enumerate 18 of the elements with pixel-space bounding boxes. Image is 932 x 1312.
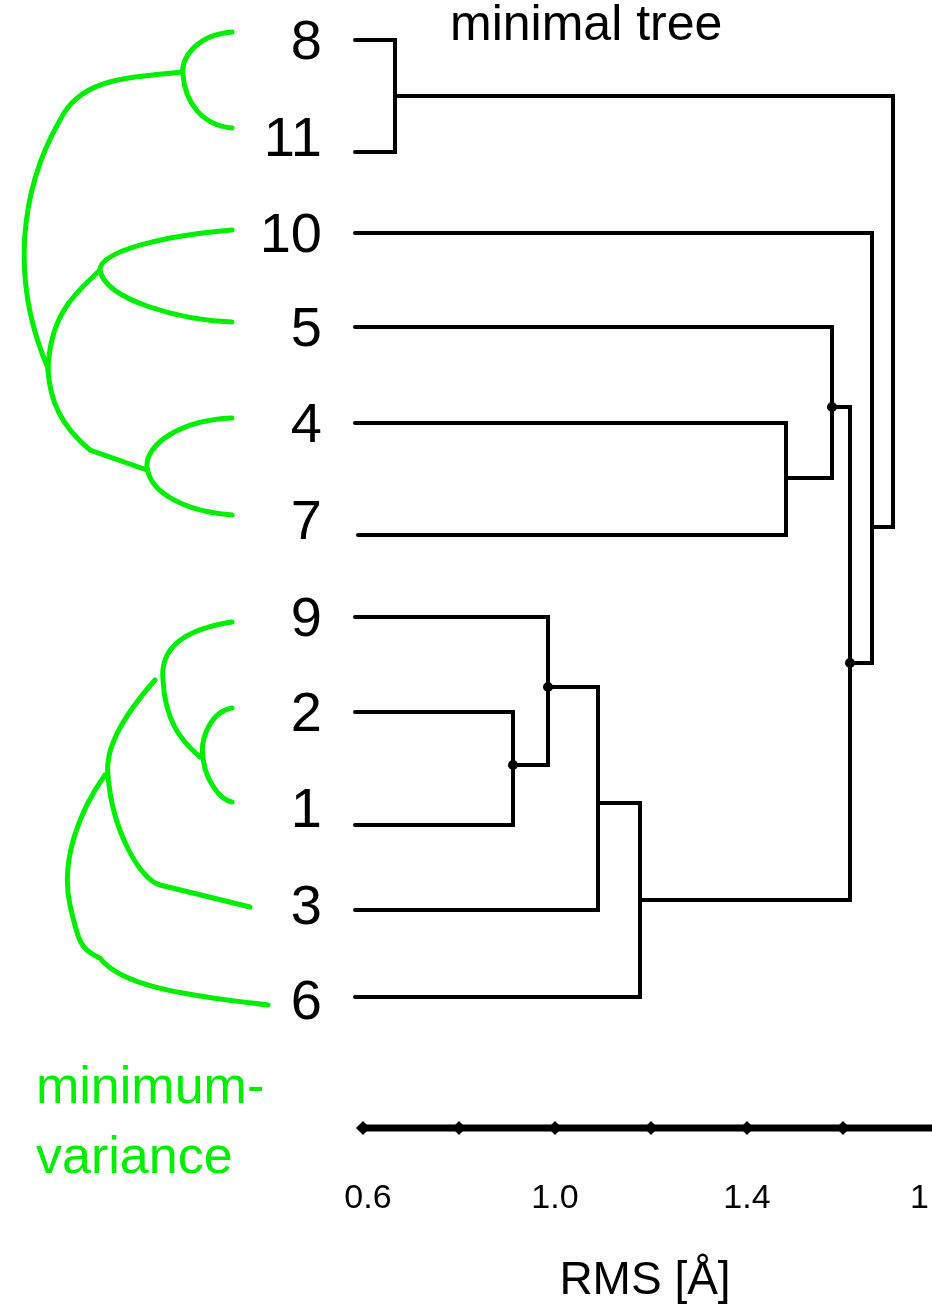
method-label: minimum-variance bbox=[36, 1055, 266, 1186]
leaf-label: 5 bbox=[290, 294, 322, 360]
tick-label: 0.6 bbox=[344, 1176, 392, 1216]
leaf-label: 2 bbox=[290, 679, 322, 745]
leaf-label: 4 bbox=[290, 390, 322, 456]
leaf-label: 7 bbox=[290, 487, 322, 553]
leaf-label: 6 bbox=[290, 967, 322, 1033]
leaf-label: 9 bbox=[290, 584, 322, 650]
tick-label: 1 bbox=[910, 1176, 929, 1216]
tick-label: 1.0 bbox=[531, 1176, 579, 1216]
leaf-label: 8 bbox=[290, 7, 322, 73]
leaf-label: 11 bbox=[263, 104, 322, 170]
tick-label: 1.4 bbox=[723, 1176, 771, 1216]
chart-title: minimal tree bbox=[450, 0, 723, 52]
axis-title: RMS [Å] bbox=[559, 1251, 731, 1306]
leaf-label: 1 bbox=[290, 775, 322, 841]
leaf-label: 3 bbox=[290, 872, 322, 938]
leaf-label: 10 bbox=[259, 200, 322, 266]
